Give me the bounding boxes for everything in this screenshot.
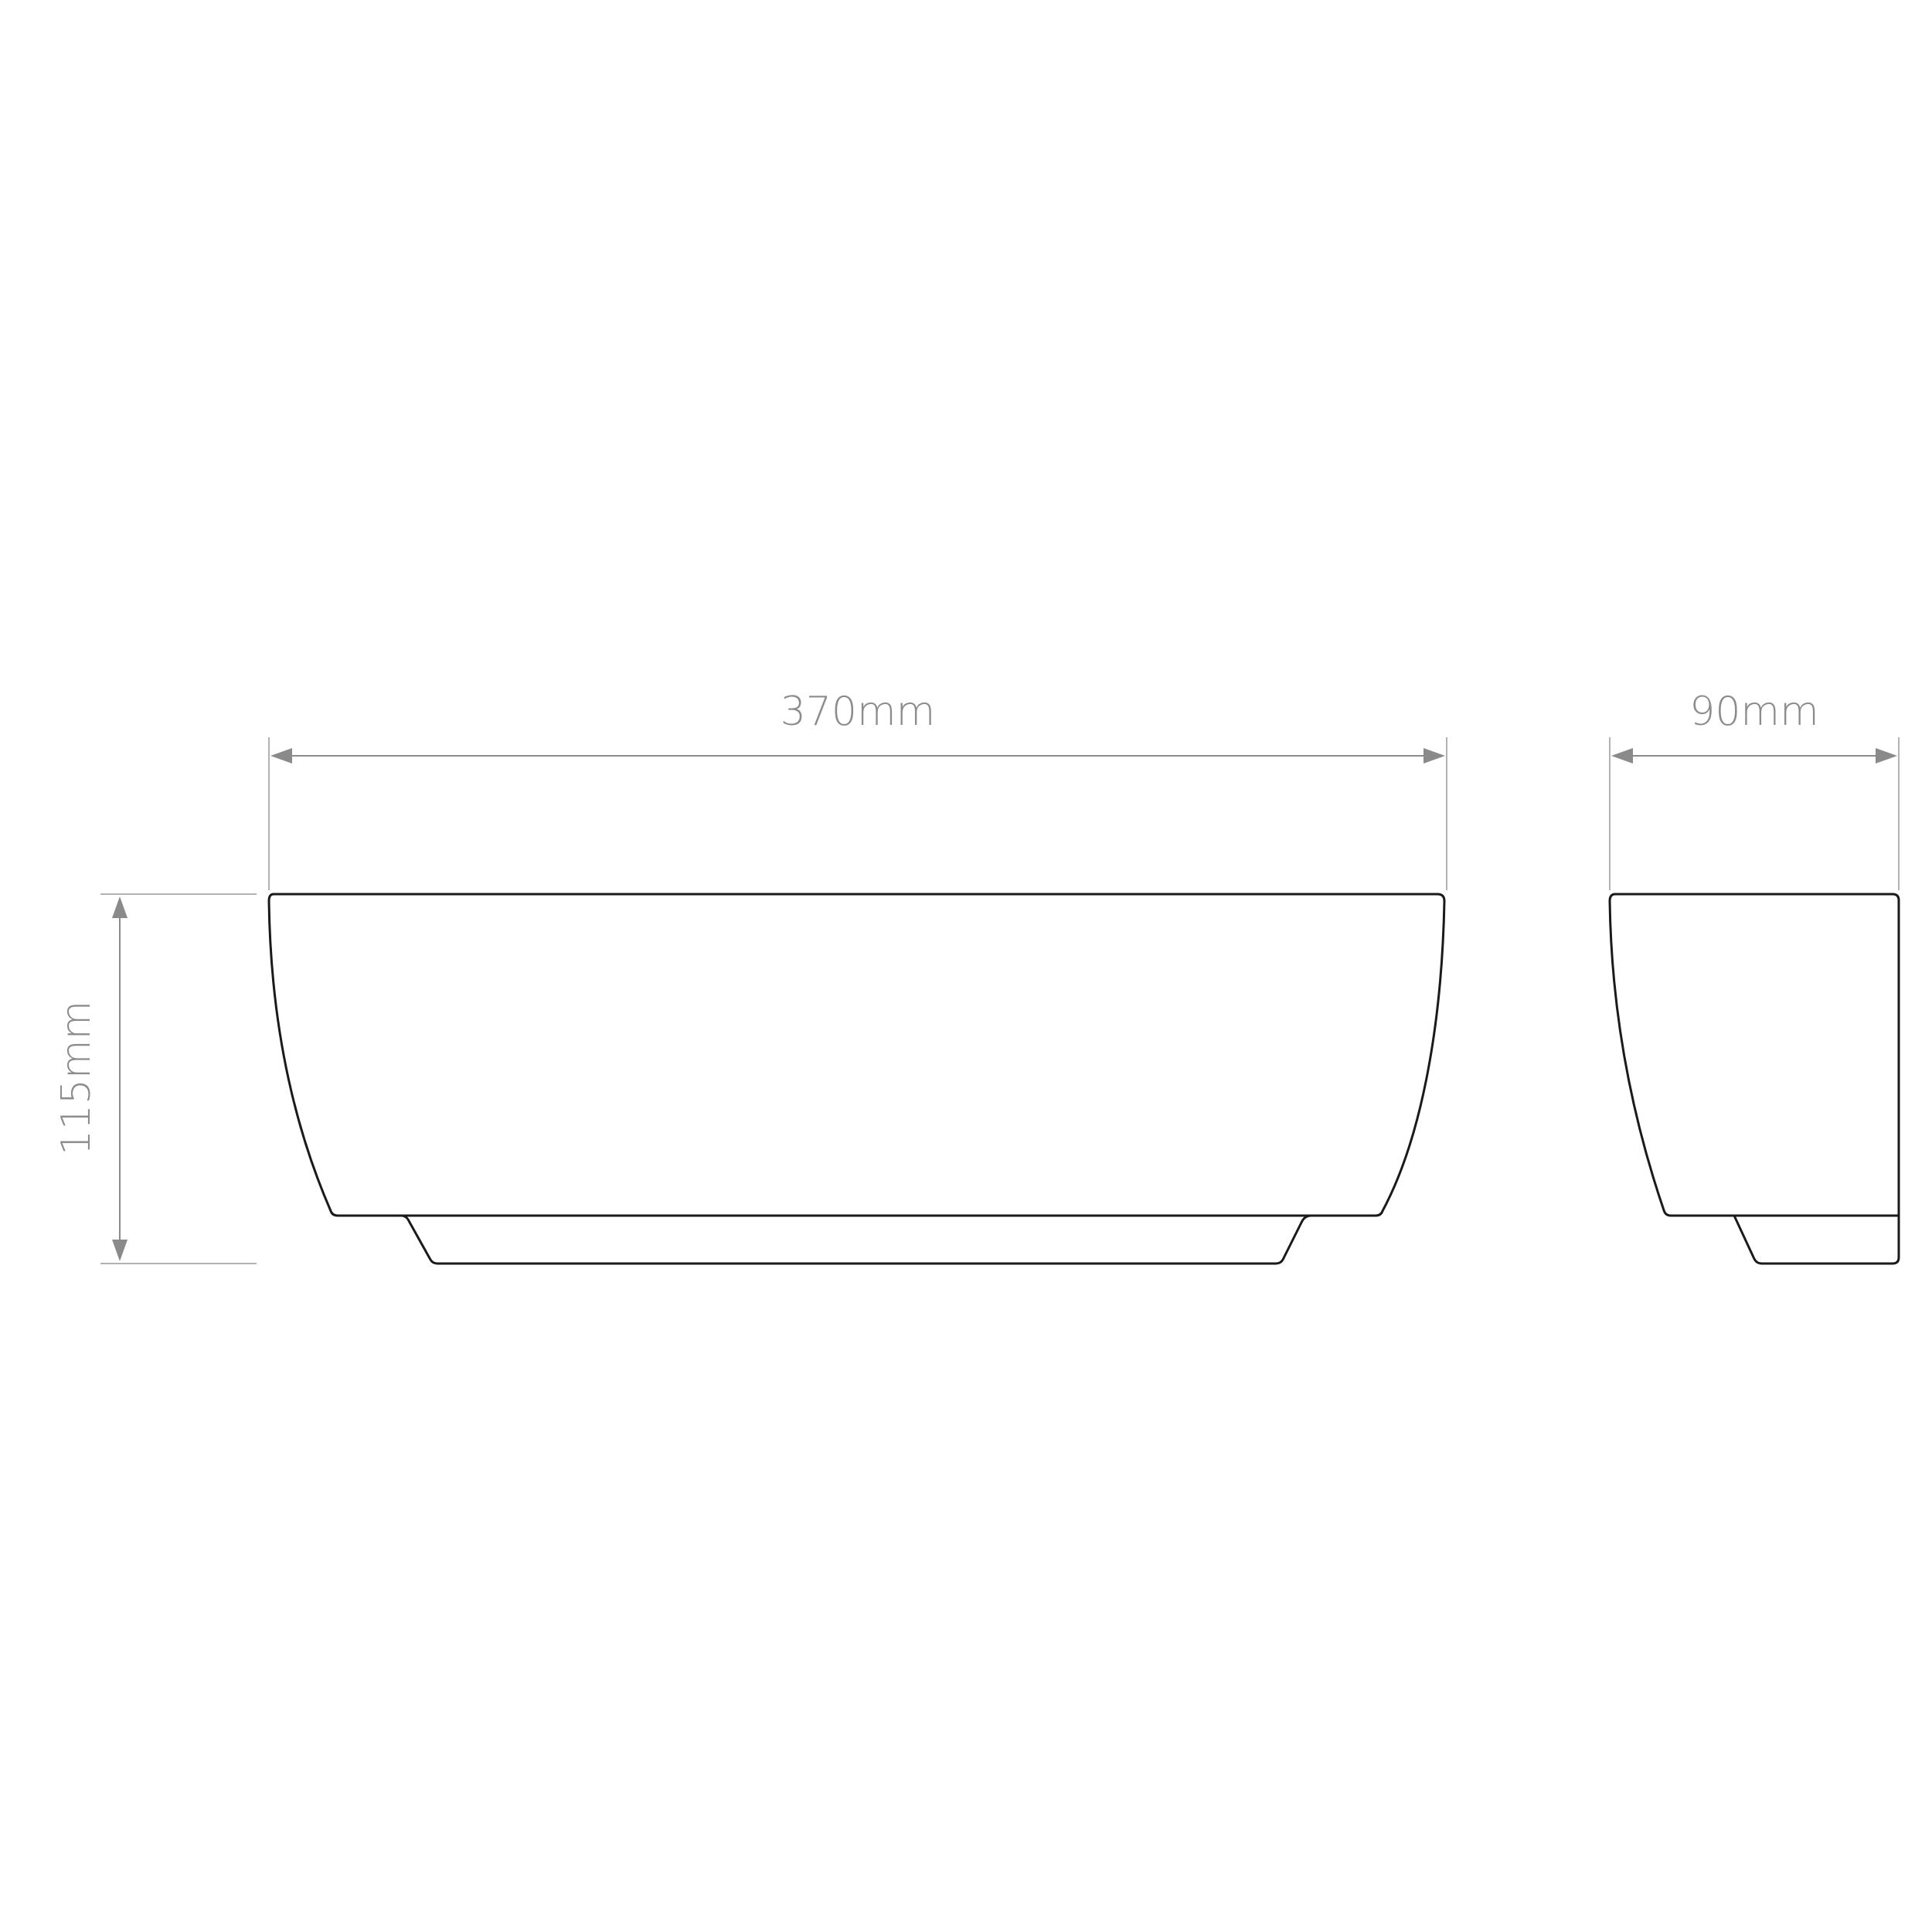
- width-dimension-label: 370mm: [781, 689, 936, 735]
- height-dimension: 115mm: [53, 893, 257, 1264]
- width-dimension: 370mm: [268, 689, 1447, 890]
- depth-dimension-label: 90mm: [1689, 689, 1818, 735]
- depth-arrow-right: [1876, 748, 1897, 764]
- depth-dimension: 90mm: [1609, 689, 1900, 890]
- front-view: [267, 893, 1446, 1265]
- depth-arrow-left: [1611, 748, 1633, 764]
- height-arrow-top: [112, 896, 128, 918]
- height-arrow-bottom: [112, 1240, 128, 1261]
- height-dimension-label: 115mm: [53, 1001, 100, 1156]
- front-view-base-outline: [400, 1214, 1313, 1265]
- side-view-body-outline: [1608, 893, 1900, 1217]
- front-view-body-outline: [267, 893, 1446, 1217]
- width-arrow-left: [270, 748, 292, 764]
- side-view-base-outline: [1733, 1214, 1900, 1265]
- side-view: [1608, 893, 1900, 1265]
- width-arrow-right: [1423, 748, 1445, 764]
